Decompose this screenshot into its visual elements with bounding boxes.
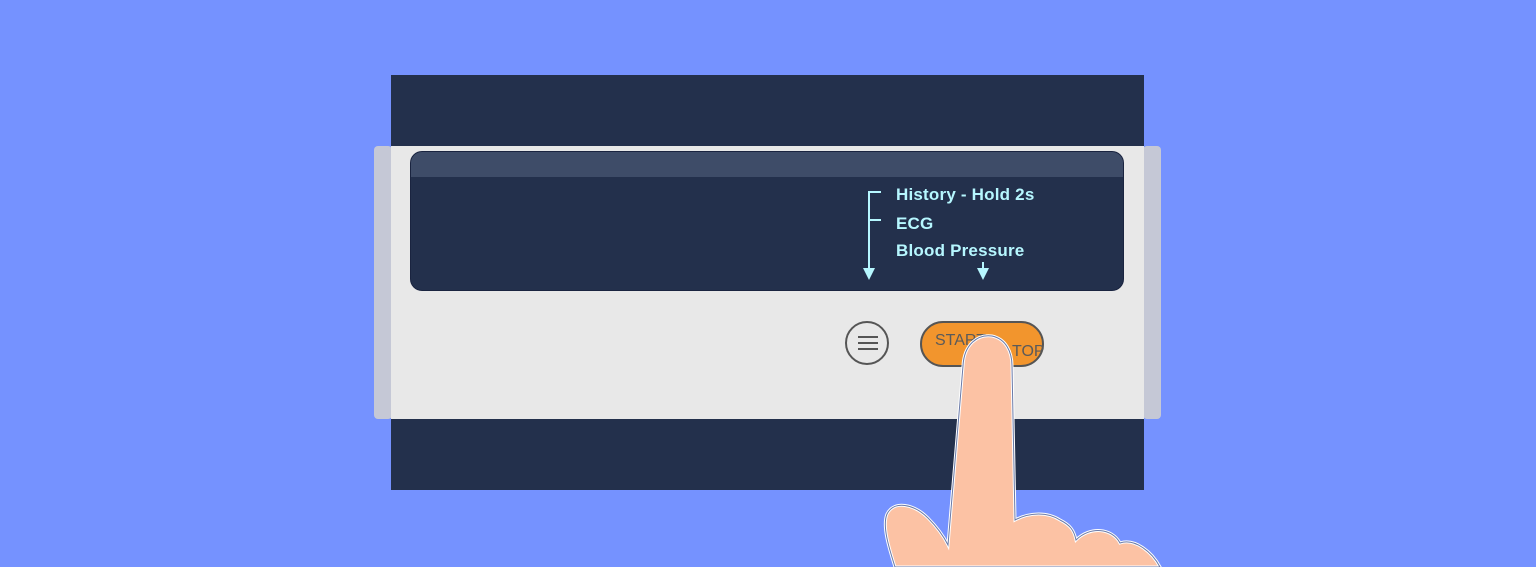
hamburger-line xyxy=(858,348,878,350)
hamburger-menu-icon xyxy=(858,336,878,338)
device-left-tab xyxy=(374,146,392,419)
hamburger-line xyxy=(858,342,878,344)
menu-item-ecg: ECG xyxy=(896,214,934,233)
device-top-band xyxy=(391,75,1144,147)
menu-item-blood-pressure: Blood Pressure xyxy=(896,241,1025,260)
menu-item-history: History - Hold 2s xyxy=(896,185,1035,204)
menu-down-arrow-icon xyxy=(863,268,875,280)
menu-bracket-line xyxy=(868,191,881,270)
start-stop-label-right: TOP xyxy=(1012,343,1045,360)
device-screen: History - Hold 2s ECG Blood Pressure xyxy=(410,151,1124,291)
start-stop-button[interactable]: START TOP xyxy=(920,321,1045,367)
screen-top-strip xyxy=(411,152,1123,177)
start-stop-label-left: START xyxy=(935,332,986,349)
menu-button[interactable] xyxy=(845,321,889,365)
start-down-arrow-icon xyxy=(977,268,989,280)
